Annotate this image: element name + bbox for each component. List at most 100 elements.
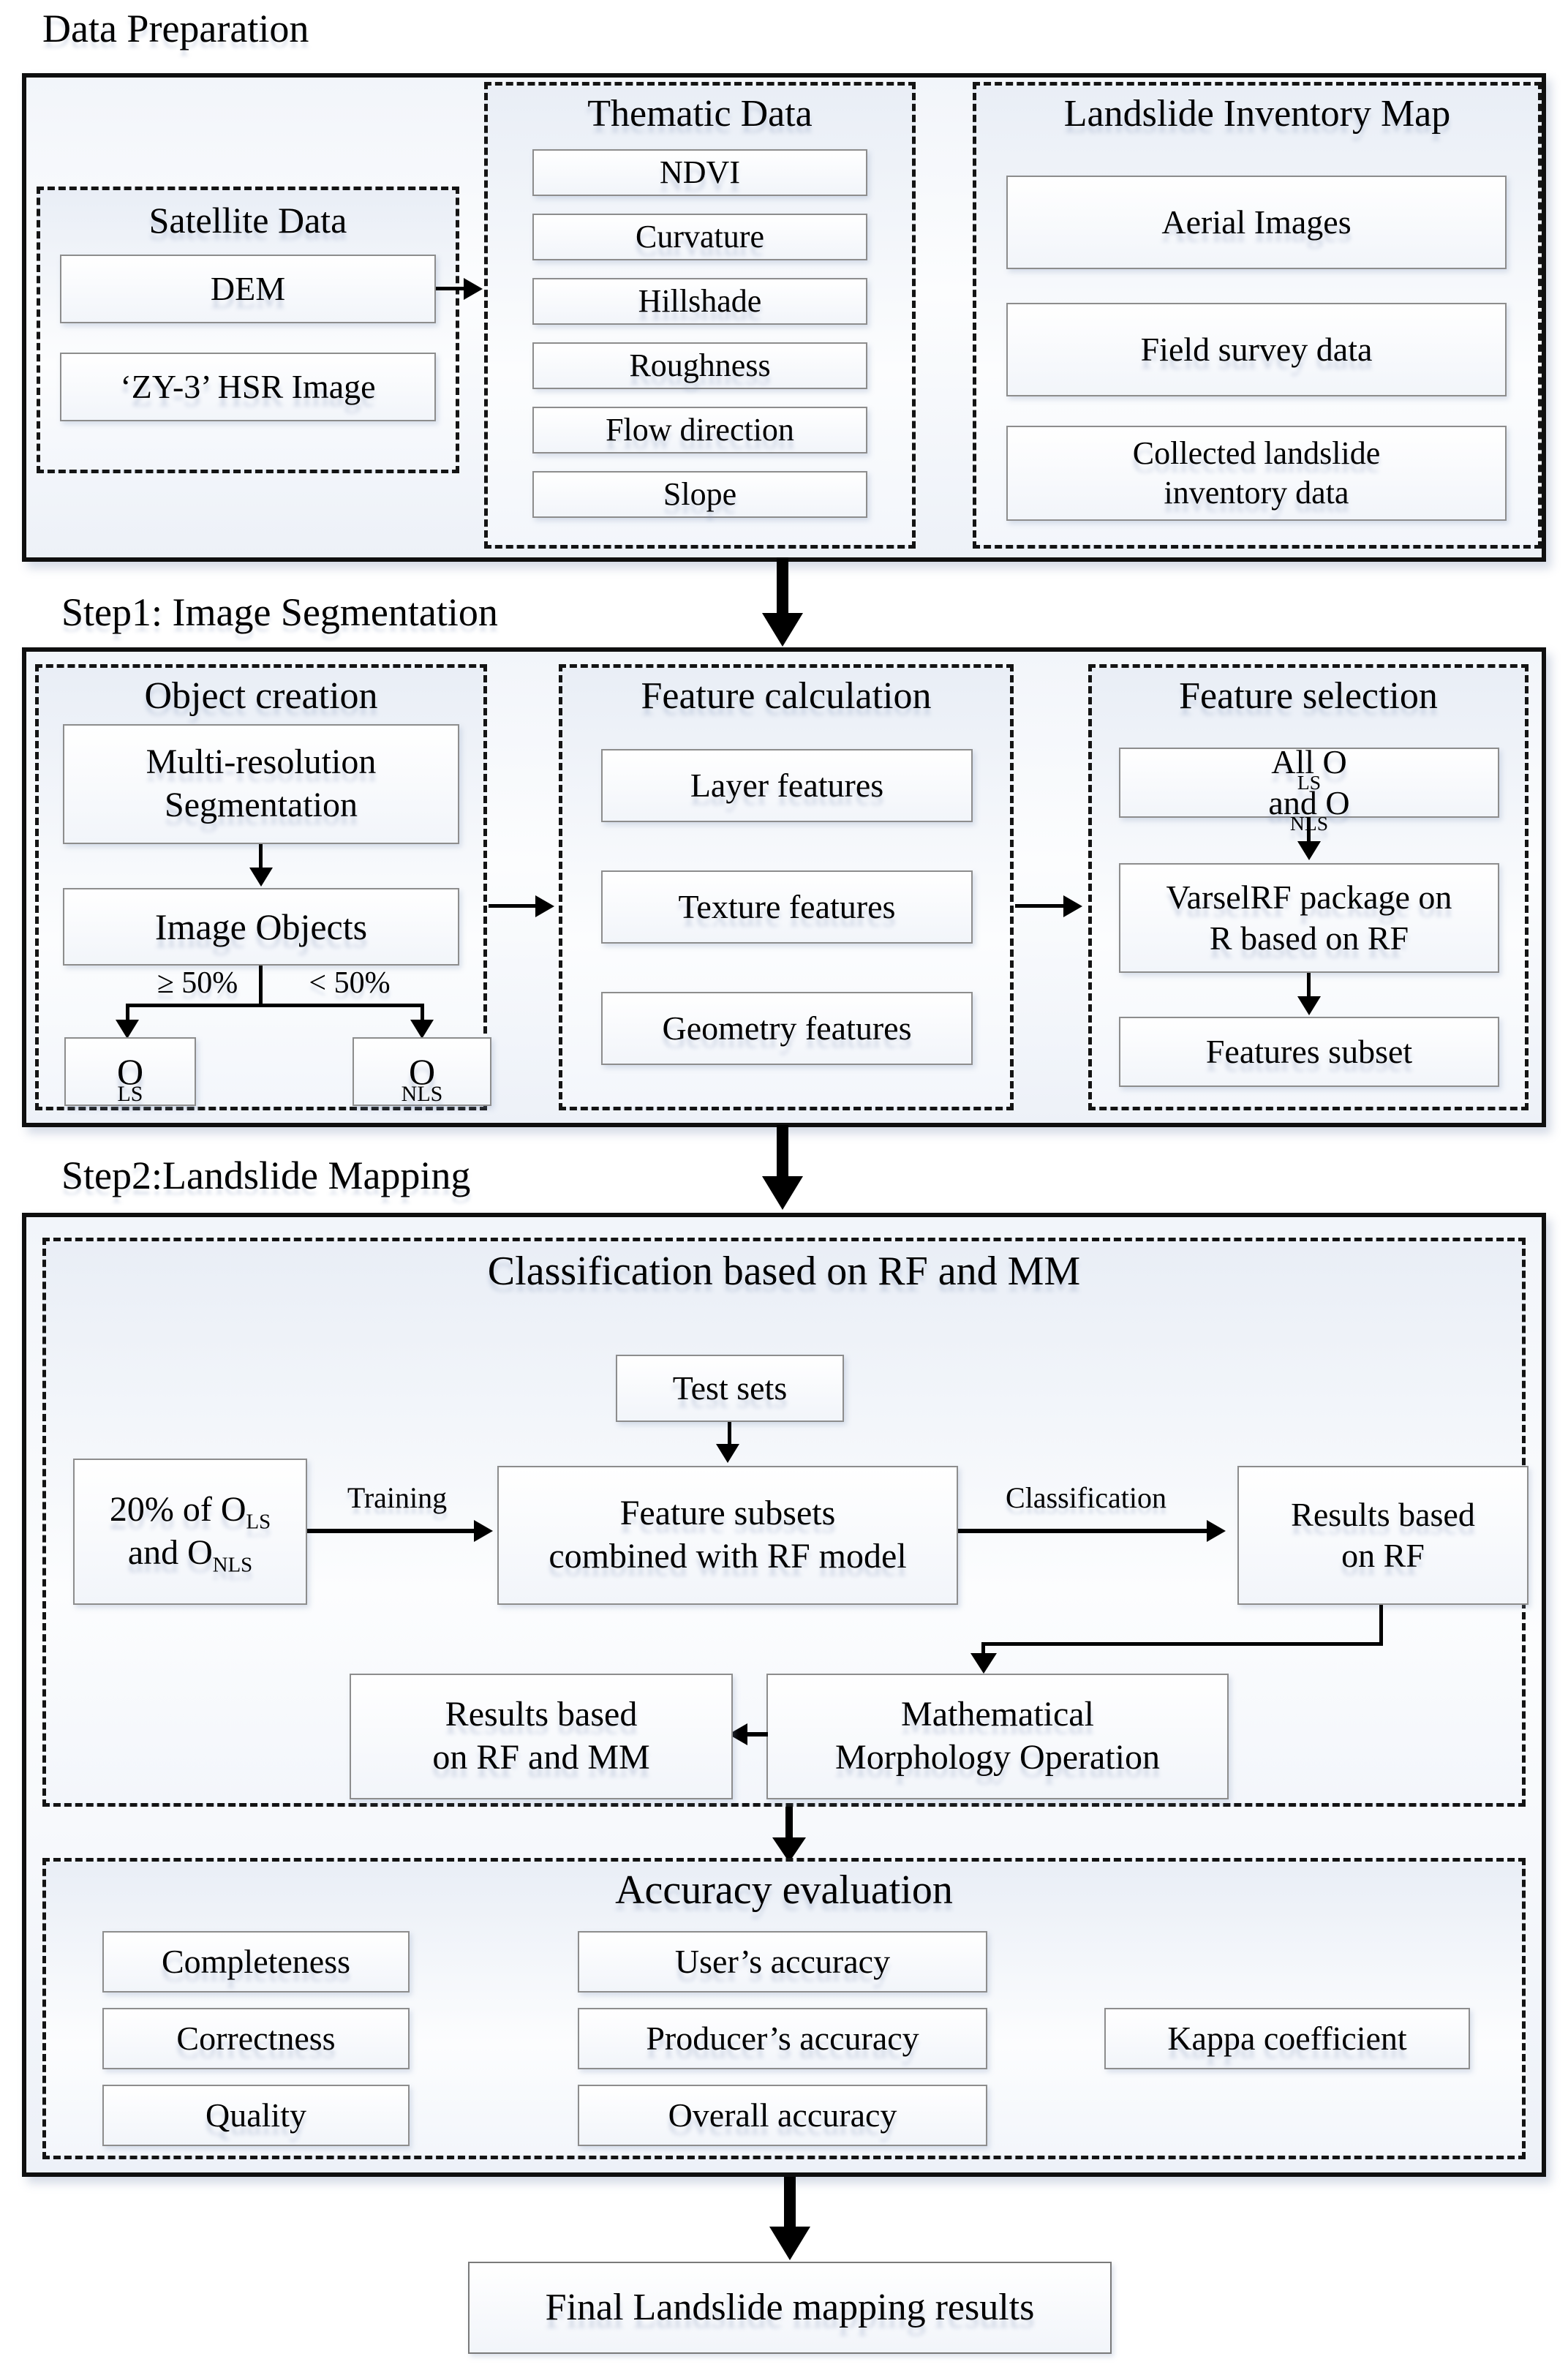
section-title-step1: Step1: Image Segmentation (61, 590, 498, 634)
arrow-objects-to-featurecalc-line (489, 904, 537, 908)
arrow-allobjects-to-varsel-head-icon (1297, 841, 1321, 860)
arrow-featurecalc-to-selection-line (1015, 904, 1065, 908)
node-feature-subsets-line2: combined with RF model (549, 1537, 907, 1576)
branch-label-ge-50: ≥ 50% (157, 966, 238, 1000)
node-varselrf-line1: VarselRF package on (1166, 878, 1452, 916)
node-results-rf-mm: Results based on RF and MM (350, 1674, 733, 1799)
object-creation-heading: Object creation (144, 675, 378, 717)
branch-right-arrow-head-icon (410, 1020, 434, 1039)
elbow-results-to-mm-horizontal (981, 1642, 1383, 1646)
node-producers-accuracy: Producer’s accuracy (578, 2008, 987, 2069)
arrow-step1-to-step2-shaft (777, 1125, 788, 1178)
node-mathematical-morphology: Mathematical Morphology Operation (766, 1674, 1229, 1799)
node-overall-accuracy: Overall accuracy (578, 2085, 987, 2146)
node-quality: Quality (102, 2085, 410, 2146)
arrow-multires-to-objects-shaft (259, 844, 263, 870)
arrow-classification-line (958, 1529, 1210, 1533)
accuracy-evaluation-heading: Accuracy evaluation (615, 1867, 953, 1913)
elbow-results-to-mm-stub (981, 1642, 985, 1655)
node-users-accuracy: User’s accuracy (578, 1931, 987, 1993)
node-texture-features: Texture features (601, 870, 973, 944)
node-geometry-features: Geometry features (601, 992, 973, 1065)
node-roughness: Roughness (532, 342, 867, 389)
arrow-allobjects-to-varsel-shaft (1307, 818, 1311, 843)
node-flow-direction: Flow direction (532, 407, 867, 454)
node-feature-subsets-rf-model: Feature subsets combined with RF model (497, 1466, 958, 1605)
arrow-varsel-to-subset-head-icon (1297, 996, 1321, 1015)
arrow-classification-head-icon (1207, 1520, 1226, 1542)
thematic-data-heading: Thematic Data (587, 93, 813, 135)
node-collected-inventory-data: Collected landslide inventory data (1006, 426, 1507, 521)
branch-stem-line (259, 966, 263, 1006)
node-slope: Slope (532, 471, 867, 518)
satellite-data-group-box (37, 187, 459, 473)
node-features-subset: Features subset (1119, 1017, 1499, 1087)
node-ndvi: NDVI (532, 149, 867, 196)
node-all-ols-onls: All OLS and ONLS (1119, 743, 1499, 833)
arrow-label-training: Training (347, 1481, 448, 1514)
node-mm-line2: Morphology Operation (835, 1738, 1160, 1777)
classification-heading: Classification based on RF and MM (487, 1249, 1081, 1294)
node-mm-line1: Mathematical (901, 1695, 1094, 1734)
arrow-dem-to-thematic-head-icon (464, 278, 483, 300)
elbow-results-to-mm-head-icon (970, 1653, 997, 1674)
node-collected-inventory-line1: Collected landslide (1132, 435, 1381, 472)
node-layer-features: Layer features (601, 749, 973, 822)
branch-right-line (421, 1004, 424, 1023)
arrow-prep-to-step1-shaft (777, 557, 788, 614)
node-test-sets: Test sets (616, 1355, 844, 1422)
arrow-step2-to-final-head-icon (769, 2227, 810, 2260)
arrow-testsets-to-model-shaft (728, 1422, 731, 1445)
arrow-training-line (307, 1529, 477, 1533)
node-correctness: Correctness (102, 2008, 410, 2069)
branch-left-arrow-head-icon (116, 1020, 139, 1039)
branch-horizontal-line (126, 1004, 424, 1007)
node-multires-line1: Multi-resolution (146, 742, 377, 782)
feature-calculation-heading: Feature calculation (641, 675, 932, 717)
node-varselrf-package: VarselRF package on R based on RF (1119, 863, 1499, 973)
node-kappa-coefficient: Kappa coefficient (1104, 2008, 1470, 2069)
arrow-varsel-to-subset-shaft (1307, 973, 1311, 998)
branch-label-lt-50: < 50% (309, 966, 391, 1000)
arrow-training-head-icon (474, 1520, 493, 1542)
arrow-objects-to-featurecalc-head-icon (535, 895, 554, 917)
node-curvature: Curvature (532, 214, 867, 260)
landslide-inventory-heading: Landslide Inventory Map (1063, 93, 1451, 135)
arrow-step2-to-final-shaft (784, 2177, 796, 2228)
node-results-rf-mm-line1: Results based (445, 1695, 638, 1734)
arrow-step1-to-step2-head-icon (762, 1176, 803, 1210)
node-hillshade: Hillshade (532, 278, 867, 325)
arrow-multires-to-objects-head-icon (249, 868, 273, 887)
node-aerial-images: Aerial Images (1006, 176, 1507, 269)
arrow-label-classification: Classification (1006, 1481, 1166, 1514)
node-training-samples-line2: and ONLS (127, 1533, 253, 1577)
feature-selection-heading: Feature selection (1179, 675, 1438, 717)
node-varselrf-line2: R based on RF (1209, 919, 1409, 957)
arrow-testsets-to-model-head-icon (716, 1444, 739, 1463)
node-final-landslide-mapping-results: Final Landslide mapping results (468, 2262, 1112, 2354)
node-completeness: Completeness (102, 1931, 410, 1993)
arrow-mm-to-results-line (747, 1732, 768, 1737)
node-dem: DEM (60, 255, 436, 323)
satellite-data-heading: Satellite Data (148, 200, 347, 241)
arrow-classification-to-accuracy-shaft (785, 1807, 793, 1840)
node-image-objects: Image Objects (63, 888, 459, 966)
arrow-prep-to-step1-head-icon (762, 613, 803, 647)
arrow-featurecalc-to-selection-head-icon (1063, 895, 1082, 917)
branch-left-line (126, 1004, 129, 1023)
section-title-data-preparation: Data Preparation (42, 7, 309, 50)
node-collected-inventory-line2: inventory data (1164, 475, 1349, 511)
elbow-results-to-mm-vertical (1379, 1605, 1383, 1646)
node-results-rf-mm-line2: on RF and MM (432, 1738, 650, 1777)
arrow-dem-to-thematic-line (436, 287, 467, 290)
node-results-rf-line2: on RF (1341, 1537, 1425, 1574)
node-multires-line2: Segmentation (165, 786, 358, 824)
node-field-survey-data: Field survey data (1006, 303, 1507, 396)
section-title-step2: Step2:Landslide Mapping (61, 1154, 471, 1197)
node-training-samples-line1: 20% of OLS (109, 1490, 271, 1535)
node-multiresolution-segmentation: Multi-resolution Segmentation (63, 724, 459, 844)
node-feature-subsets-line1: Feature subsets (619, 1494, 836, 1533)
